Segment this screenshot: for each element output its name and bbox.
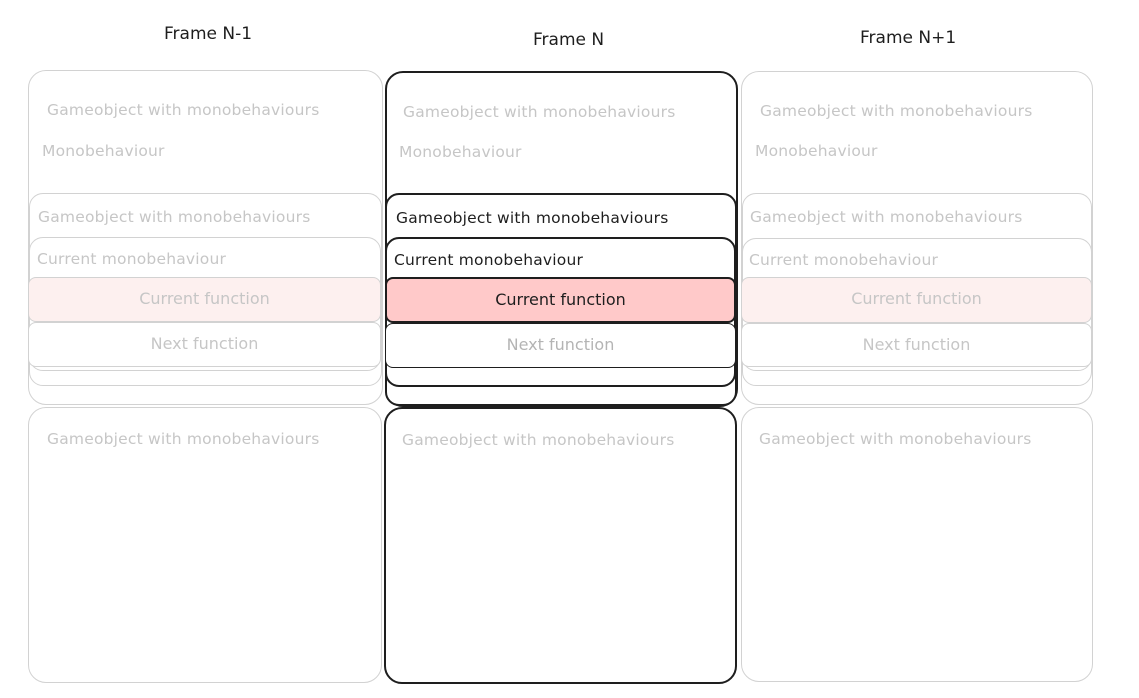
current-function-box: Current function [741, 277, 1092, 323]
current-monobehaviour-label: Current monobehaviour [749, 251, 939, 269]
frame-title-current: Frame N [533, 30, 605, 50]
gameobject-label: Gameobject with monobehaviours [47, 101, 320, 119]
current-function-label: Current function [139, 289, 270, 308]
gameobject-box-bottom: Gameobject with monobehaviours [28, 407, 382, 683]
current-function-label: Current function [851, 289, 982, 308]
monobehaviour-label: Monobehaviour [755, 142, 878, 160]
gameobject-label: Gameobject with monobehaviours [402, 431, 675, 449]
gameobject-box-bottom: Gameobject with monobehaviours [741, 407, 1093, 682]
next-function-box: Next function [28, 322, 381, 367]
next-function-label: Next function [150, 334, 259, 353]
next-function-label: Next function [862, 335, 971, 354]
gameobject-label: Gameobject with monobehaviours [396, 209, 669, 227]
current-monobehaviour-label: Current monobehaviour [394, 251, 584, 269]
monobehaviour-label: Monobehaviour [42, 142, 165, 160]
frame-title-next: Frame N+1 [860, 28, 957, 48]
frame-title-prev: Frame N-1 [164, 24, 253, 44]
gameobject-label: Gameobject with monobehaviours [760, 102, 1033, 120]
monobehaviour-label: Monobehaviour [399, 143, 522, 161]
gameobject-label: Gameobject with monobehaviours [759, 430, 1032, 448]
gameobject-box-bottom: Gameobject with monobehaviours [384, 407, 737, 684]
gameobject-label: Gameobject with monobehaviours [47, 430, 320, 448]
current-function-box: Current function [385, 277, 736, 323]
next-function-label: Next function [506, 335, 615, 354]
gameobject-label: Gameobject with monobehaviours [38, 208, 311, 226]
current-function-label: Current function [495, 290, 626, 309]
next-function-box: Next function [385, 323, 736, 368]
current-monobehaviour-label: Current monobehaviour [37, 250, 227, 268]
next-function-box: Next function [741, 323, 1092, 367]
gameobject-label: Gameobject with monobehaviours [750, 208, 1023, 226]
gameobject-label: Gameobject with monobehaviours [403, 103, 676, 121]
current-function-box: Current function [28, 277, 381, 322]
